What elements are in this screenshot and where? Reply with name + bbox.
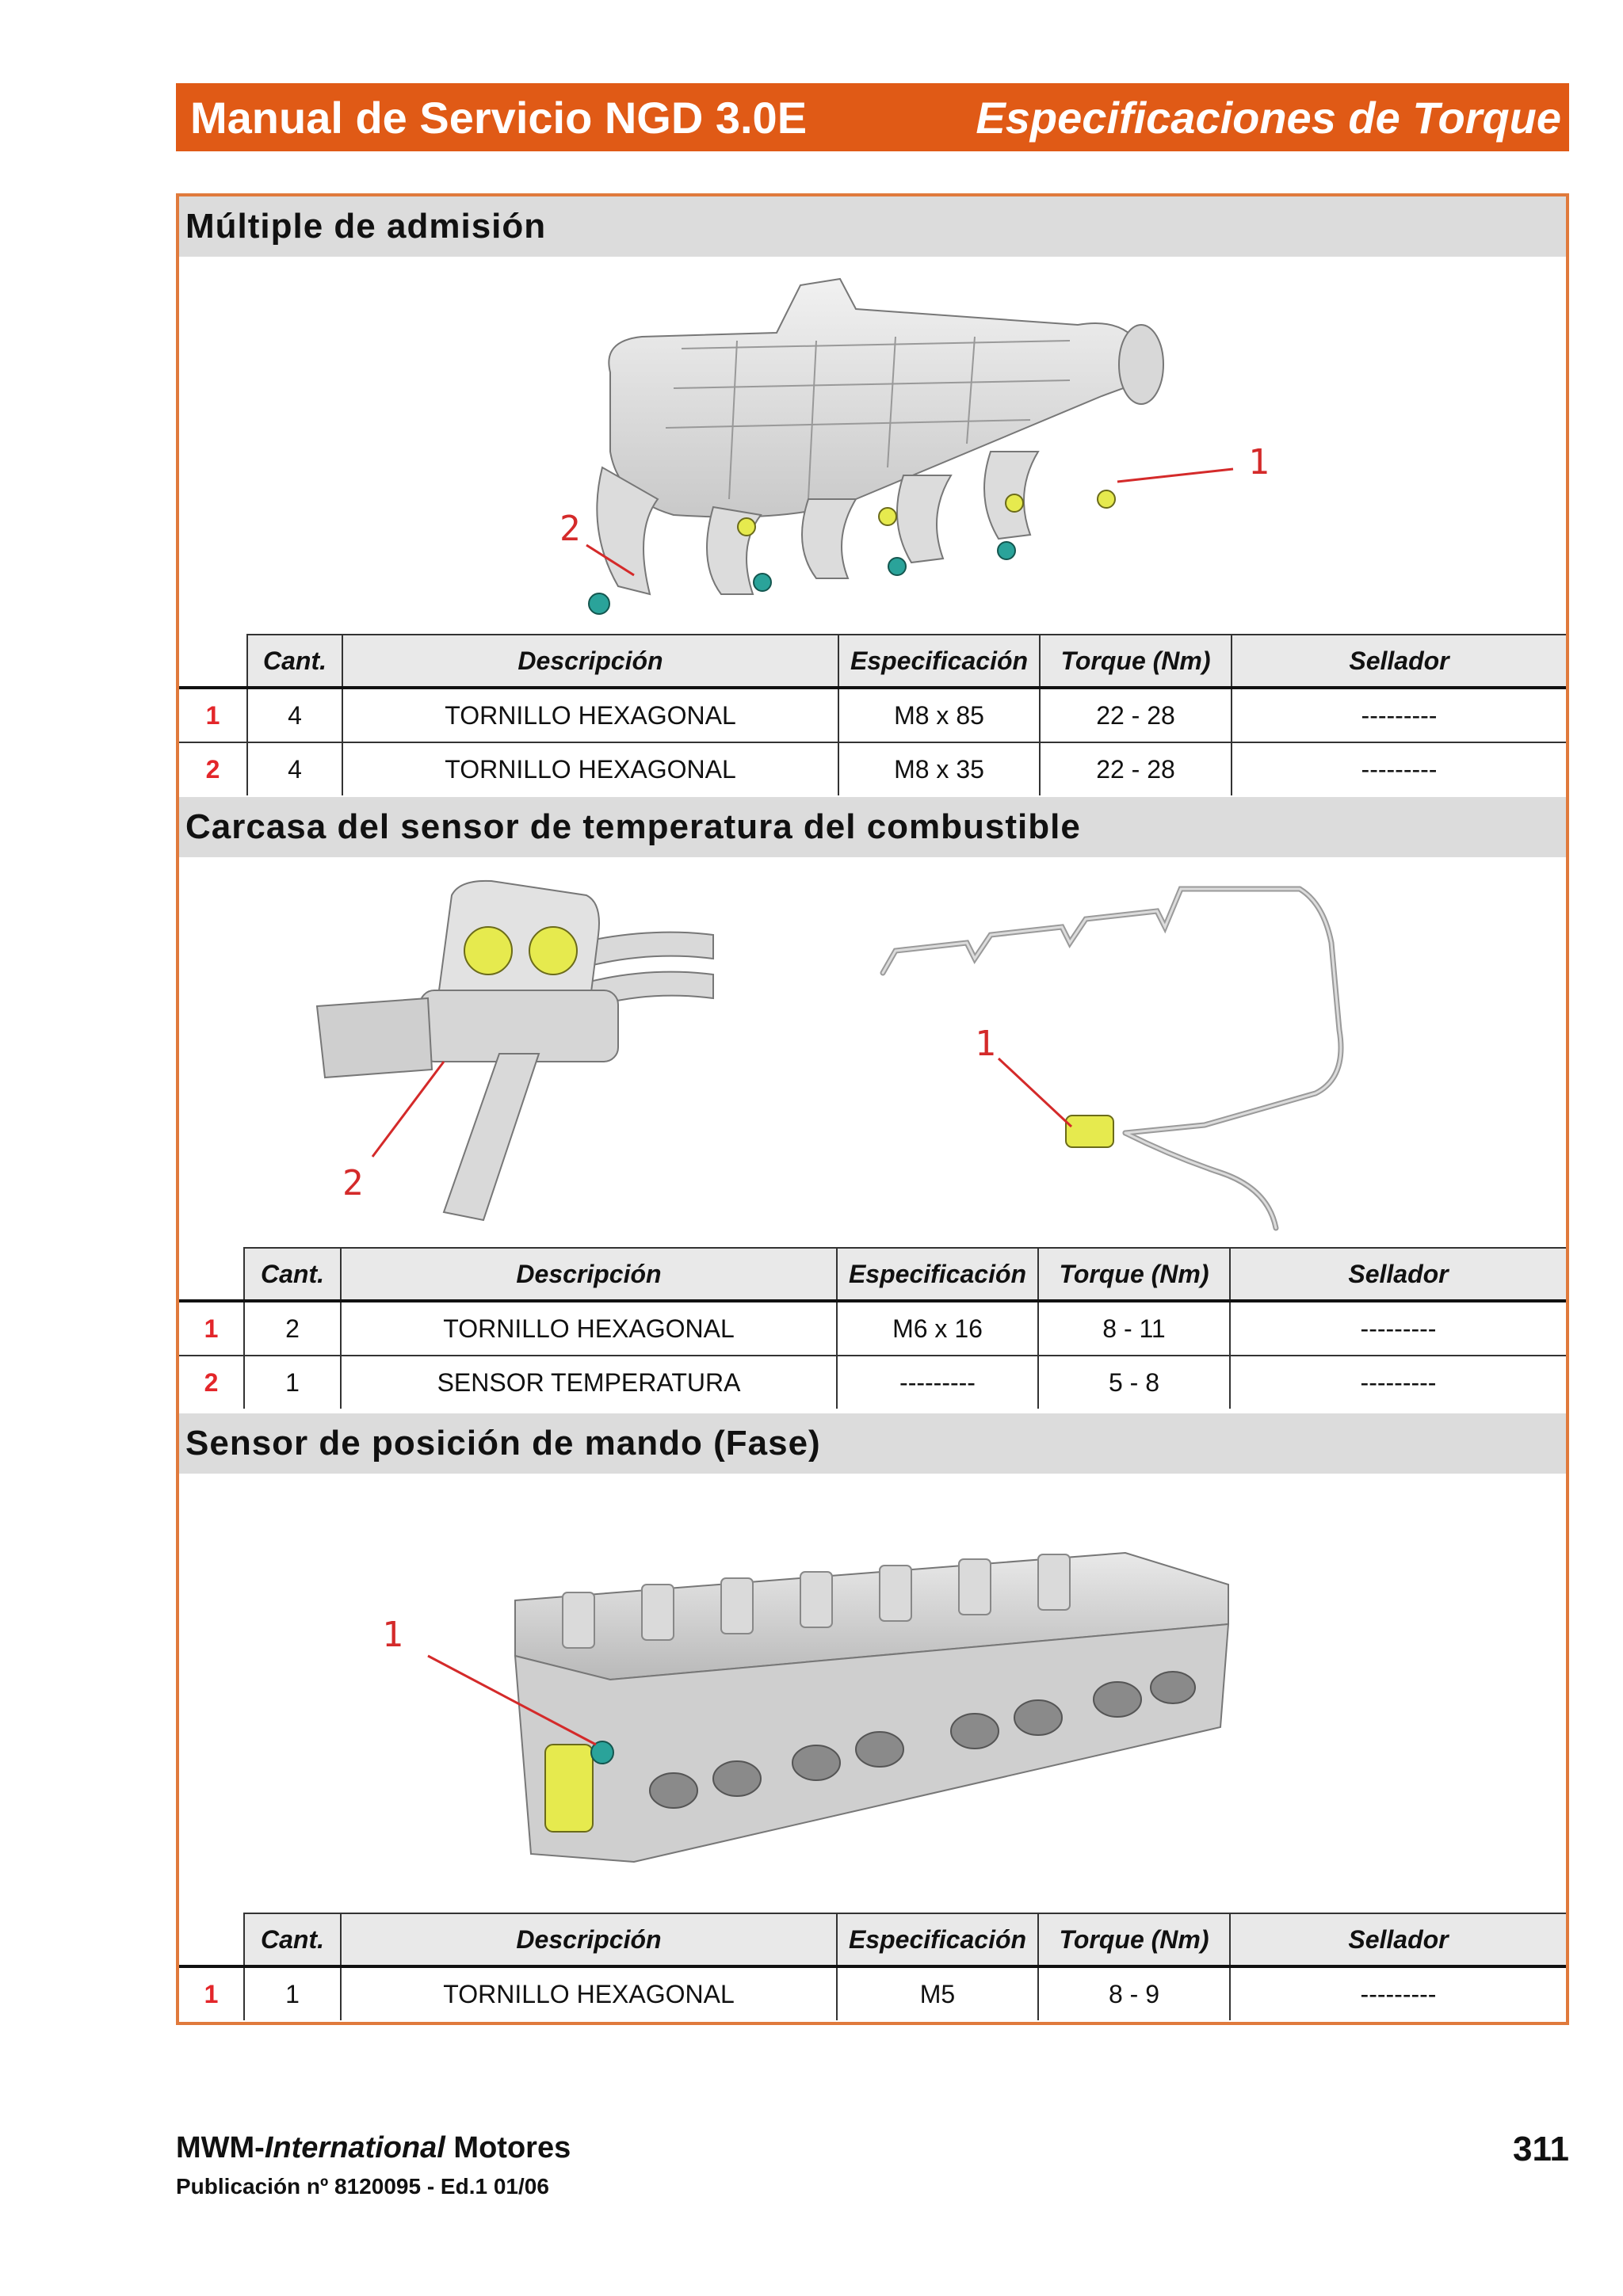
bolt-icon bbox=[464, 926, 578, 975]
col-header-torque: Torque (Nm) bbox=[1037, 1247, 1231, 1302]
manual-title: Manual de Servicio NGD 3.0E bbox=[190, 92, 808, 143]
footer-brand: MWM-International Motores bbox=[176, 2131, 571, 2164]
torque-table-fuel-temp-sensor: Cant. Descripción Especificación Torque … bbox=[179, 1247, 1566, 1409]
cylinder-head-illustration: 1 bbox=[382, 1551, 1230, 1863]
col-header-description: Descripción bbox=[342, 634, 839, 689]
col-header-specification: Especificación bbox=[836, 1913, 1039, 1968]
section-title-fuel-temp-sensor-housing: Carcasa del sensor de temperatura del co… bbox=[179, 797, 1566, 857]
table-row: 2 4 TORNILLO HEXAGONAL M8 x 35 22 - 28 -… bbox=[179, 742, 1566, 795]
page-subtitle: Especificaciones de Torque bbox=[976, 92, 1561, 143]
col-header-description: Descripción bbox=[340, 1247, 838, 1302]
callout-leader-1 bbox=[997, 1057, 1073, 1128]
sensor-housing-illustration: 2 bbox=[315, 879, 714, 1222]
page-number: 311 bbox=[1513, 2130, 1569, 2168]
table-row: 2 1 SENSOR TEMPERATURA --------- 5 - 8 -… bbox=[179, 1355, 1566, 1409]
torque-table-intake-manifold: Cant. Descripción Especificación Torque … bbox=[179, 634, 1566, 795]
table-row: 1 2 TORNILLO HEXAGONAL M6 x 16 8 - 11 --… bbox=[179, 1300, 1566, 1356]
callout-leader-2 bbox=[371, 1061, 445, 1158]
table-row: 1 1 TORNILLO HEXAGONAL M5 8 - 9 --------… bbox=[179, 1966, 1566, 2020]
sensor-housing-icon bbox=[1065, 1115, 1114, 1148]
section-title-intake-manifold: Múltiple de admisión bbox=[179, 196, 1566, 257]
bolt-icon bbox=[588, 490, 1116, 615]
callout-leader-1 bbox=[1117, 467, 1234, 483]
col-header-sealer: Sellador bbox=[1229, 1247, 1566, 1302]
content-frame bbox=[176, 193, 1569, 2025]
callout-2: 2 bbox=[342, 1163, 364, 1203]
callout-1: 1 bbox=[975, 1024, 996, 1064]
col-header-specification: Especificación bbox=[836, 1247, 1039, 1302]
table-row: 1 4 TORNILLO HEXAGONAL M8 x 85 22 - 28 -… bbox=[179, 687, 1566, 743]
col-header-sealer: Sellador bbox=[1231, 634, 1566, 689]
col-header-specification: Especificación bbox=[838, 634, 1041, 689]
col-header-torque: Torque (Nm) bbox=[1039, 634, 1232, 689]
intake-manifold-illustration: 1 2 bbox=[559, 277, 1270, 615]
footer-publication: Publicación nº 8120095 - Ed.1 01/06 bbox=[176, 2174, 549, 2199]
col-header-description: Descripción bbox=[340, 1913, 838, 1968]
callout-leader-1 bbox=[427, 1654, 597, 1746]
callout-1: 1 bbox=[1248, 442, 1270, 482]
fuel-line-assembly-illustration: 1 bbox=[880, 886, 1344, 1231]
callout-1: 1 bbox=[382, 1615, 403, 1655]
col-header-qty: Cant. bbox=[243, 1247, 342, 1302]
section-title-cam-position-sensor: Sensor de posición de mando (Fase) bbox=[179, 1413, 1566, 1474]
col-header-qty: Cant. bbox=[246, 634, 343, 689]
torque-table-cam-position-sensor: Cant. Descripción Especificación Torque … bbox=[179, 1913, 1566, 2020]
col-header-sealer: Sellador bbox=[1229, 1913, 1566, 1968]
col-header-qty: Cant. bbox=[243, 1913, 342, 1968]
col-header-torque: Torque (Nm) bbox=[1037, 1913, 1231, 1968]
callout-2: 2 bbox=[559, 509, 581, 549]
header-banner: Manual de Servicio NGD 3.0E Especificaci… bbox=[176, 83, 1569, 151]
callout-leader-2 bbox=[586, 543, 635, 577]
cam-position-sensor-icon bbox=[544, 1741, 614, 1833]
